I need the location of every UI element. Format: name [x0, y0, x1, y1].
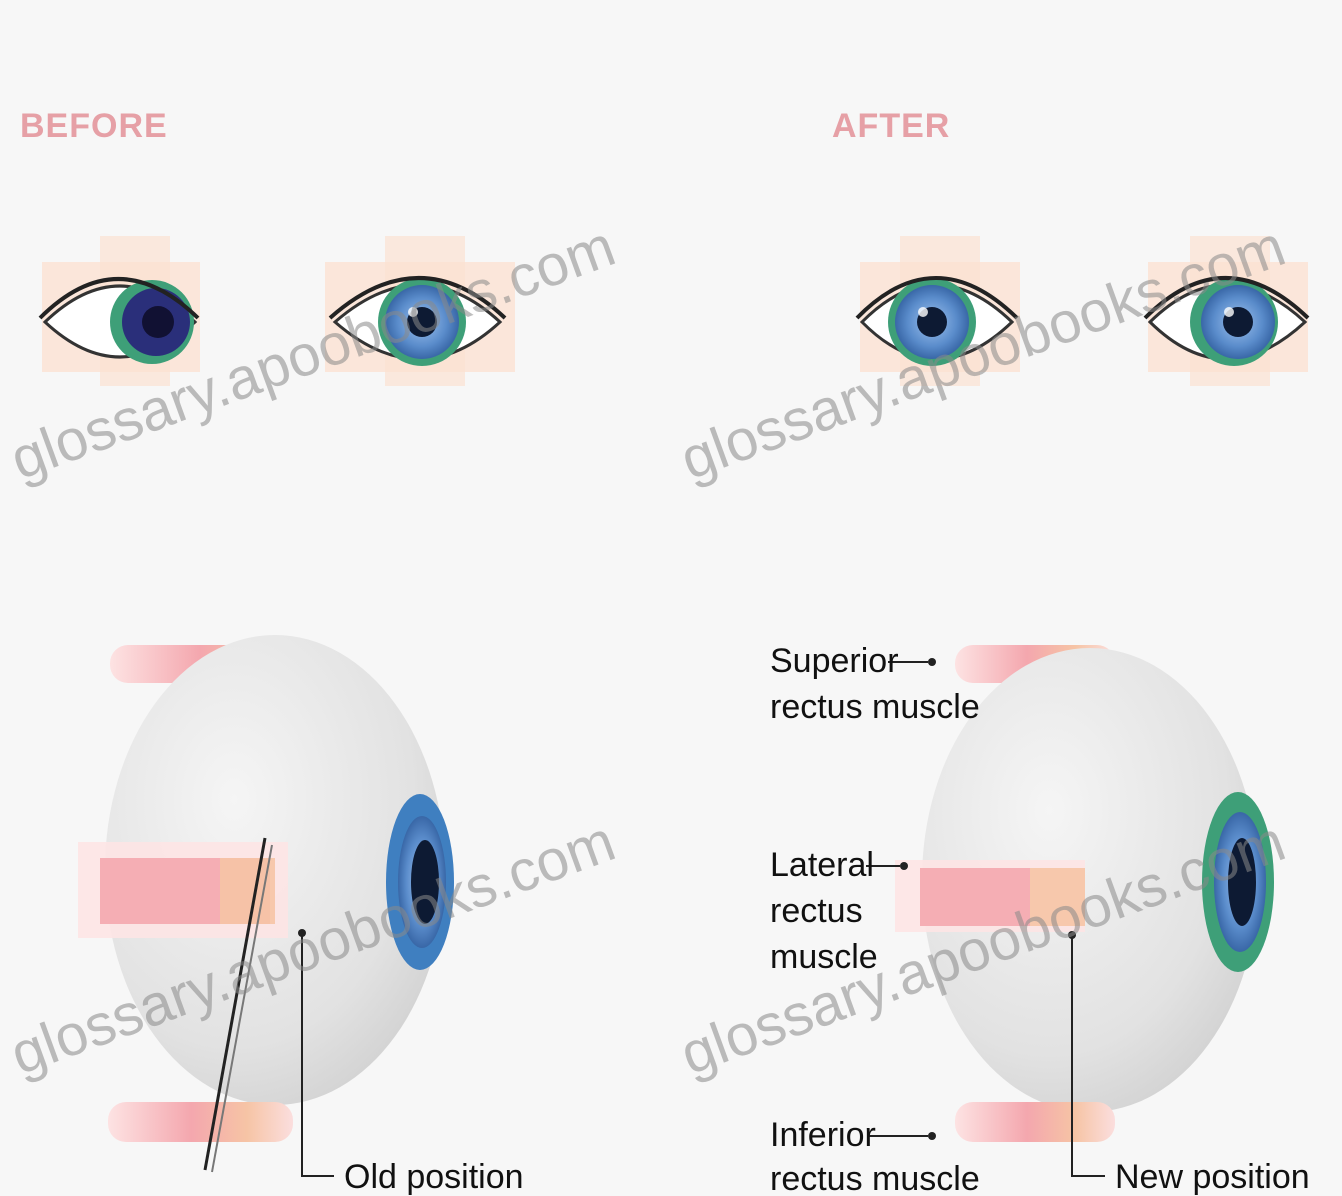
superior-label-line1: Superior — [770, 642, 899, 680]
before-heading: BEFORE — [20, 107, 168, 145]
old-position-label: Old position — [344, 1158, 524, 1196]
after-heading: AFTER — [832, 107, 950, 145]
after-inferior-muscle — [955, 1102, 1115, 1142]
inferior-label-line1: Inferior — [770, 1116, 876, 1154]
lateral-label-line1: Lateral — [770, 846, 874, 884]
before-left-eye — [40, 236, 200, 386]
new-position-label: New position — [1115, 1158, 1310, 1196]
superior-label-line2: rectus muscle — [770, 688, 980, 726]
inferior-label-line2: rectus muscle — [770, 1160, 980, 1196]
lateral-label-line2: rectus — [770, 892, 863, 930]
before-inferior-muscle — [108, 1102, 293, 1142]
